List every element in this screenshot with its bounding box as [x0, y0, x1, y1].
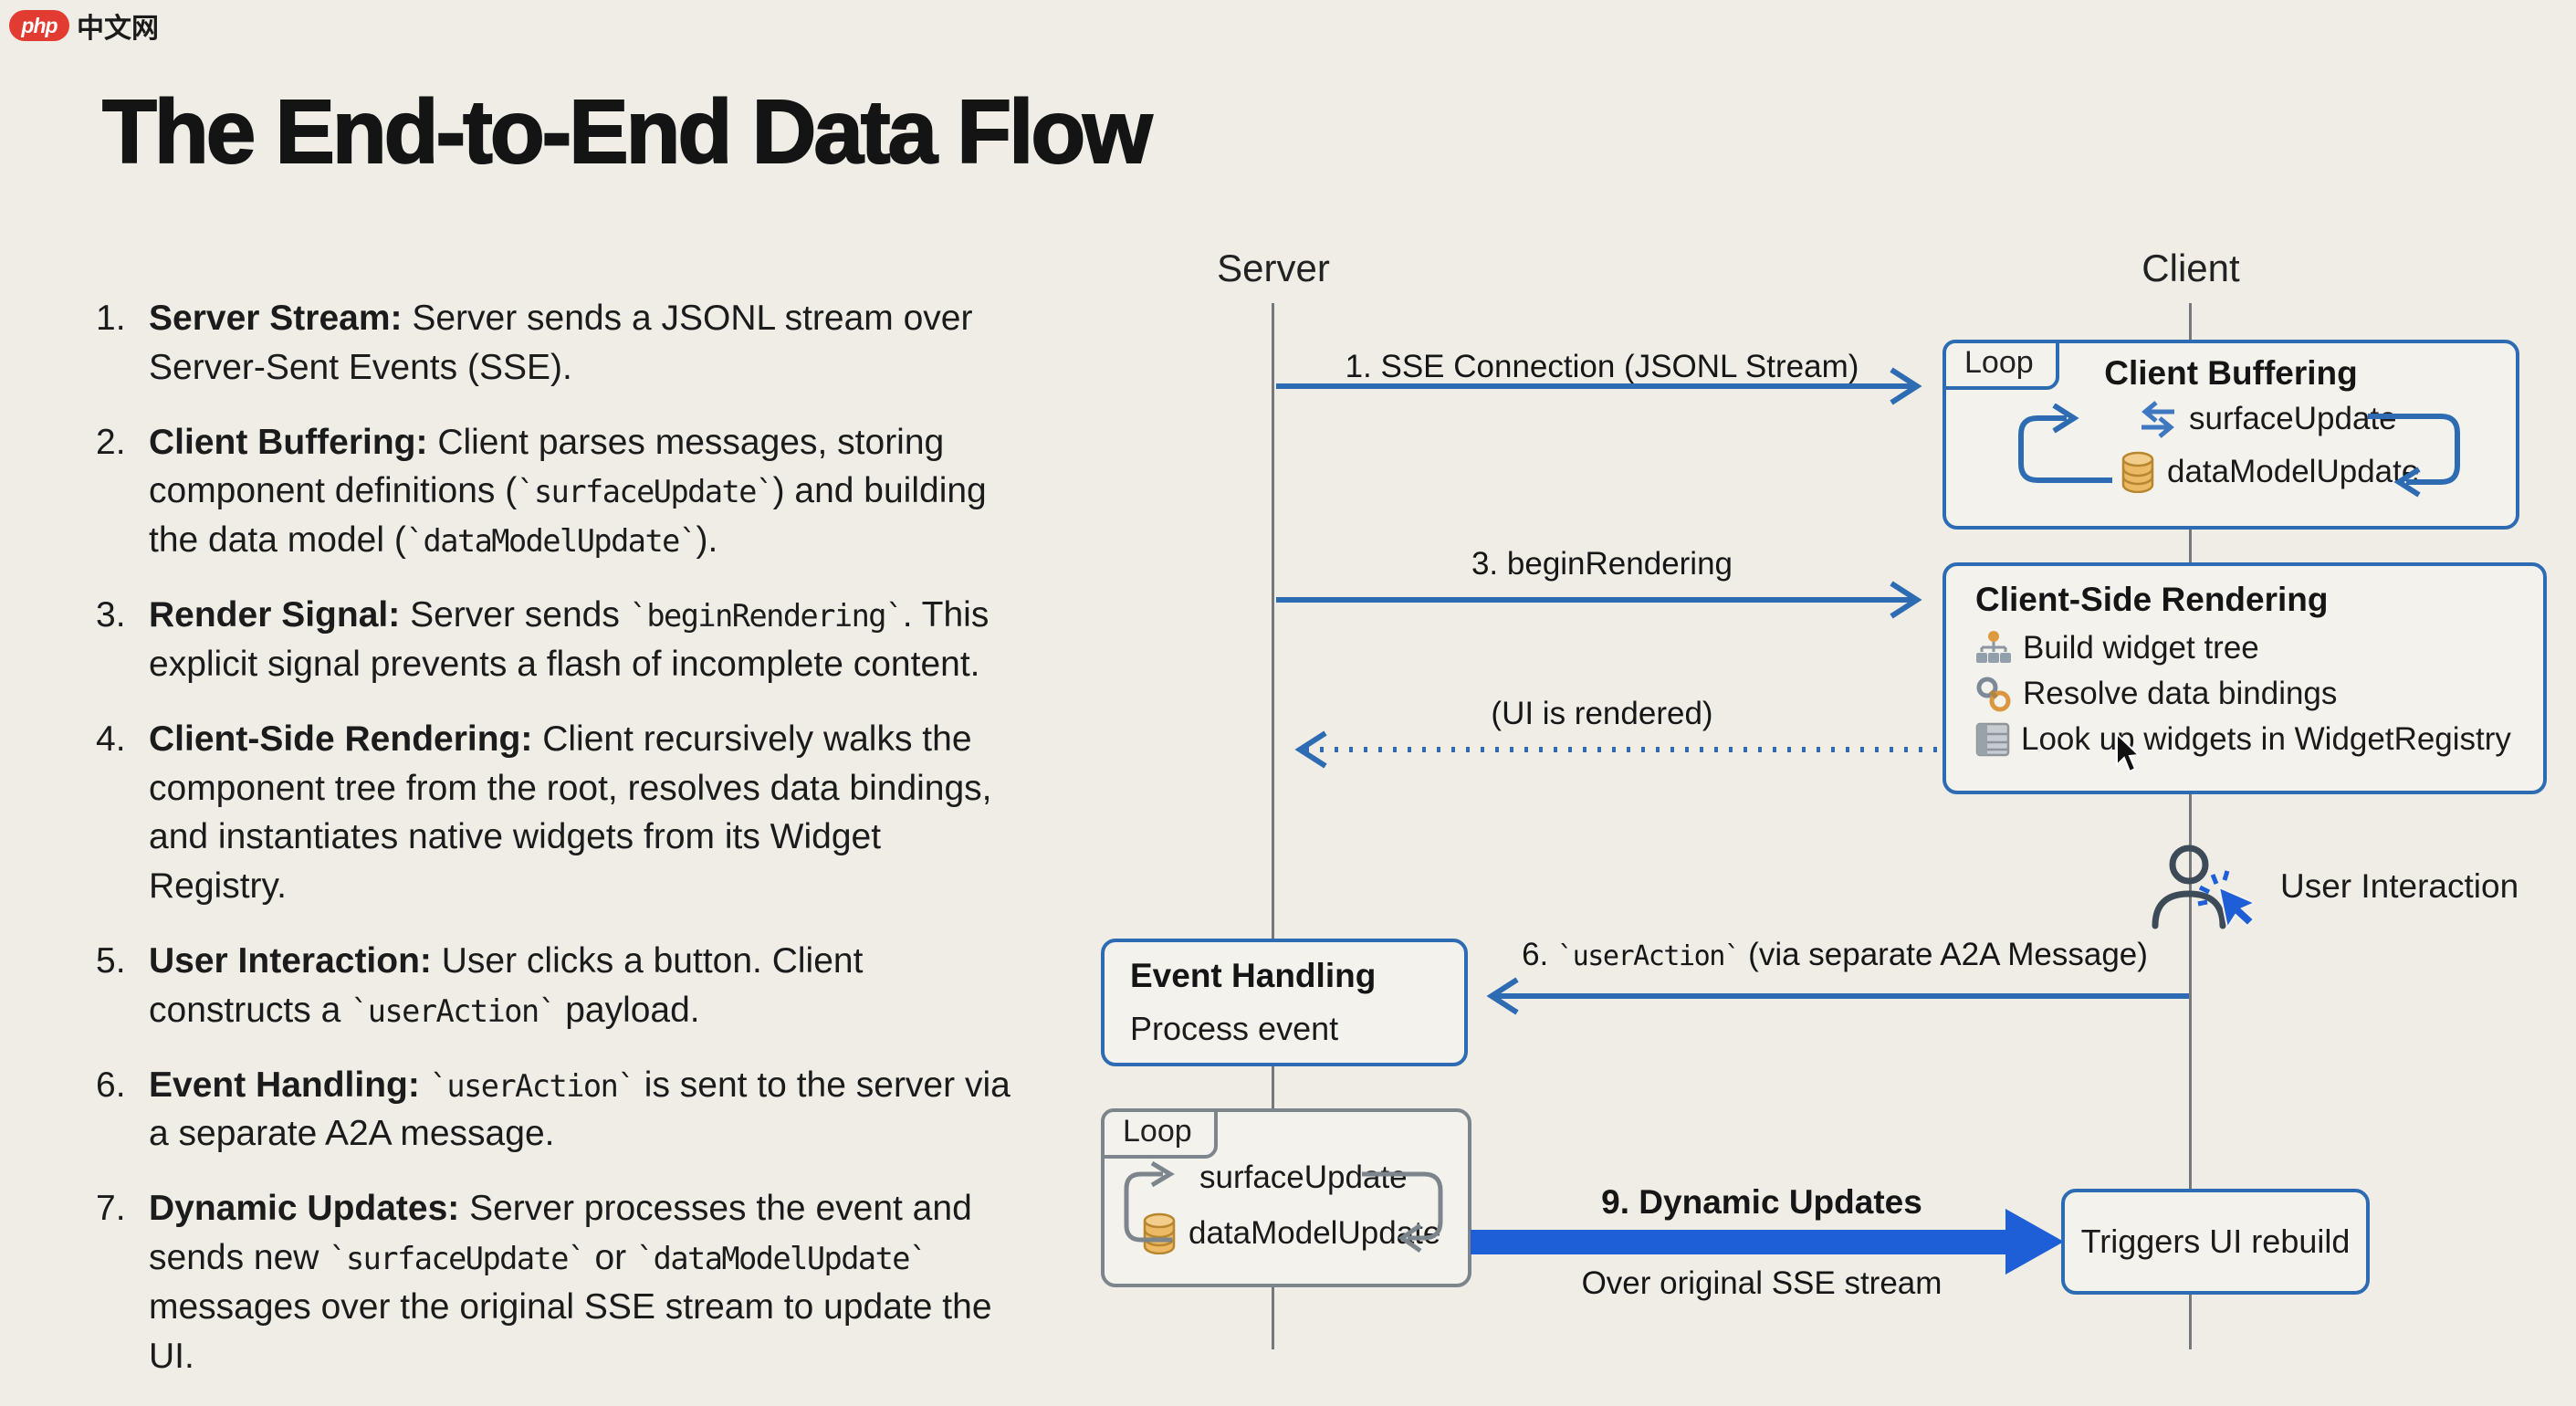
step-5: 5. User Interaction: User clicks a butto…	[96, 940, 864, 1030]
buffering-loop-arrow-left	[2018, 404, 2112, 483]
rendering-row-data-bindings: Resolve data bindings	[1975, 676, 2337, 712]
step-4: 4. Client-Side Rendering: Client recursi…	[96, 719, 992, 907]
person-icon	[2152, 845, 2226, 929]
rendering-row-widget-tree: Build widget tree	[1975, 630, 2259, 666]
step-1: 1. Server Stream: Server sends a JSONL s…	[96, 299, 973, 387]
php-logo-text: 中文网	[77, 14, 159, 44]
triggers-ui-rebuild-label: Triggers UI rebuild	[2080, 1222, 2351, 1260]
server-label: Server	[1217, 247, 1330, 289]
sse-connection-arrow	[1276, 367, 1922, 405]
server-loop-row-surface: surfaceUpdate	[1199, 1159, 1408, 1195]
client-side-rendering-title: Client-Side Rendering	[1975, 581, 2329, 618]
client-buffering-row-datamodel: dataModelUpdate	[2120, 451, 2419, 493]
client-label: Client	[2141, 247, 2240, 289]
server-loop-row-datamodel: dataModelUpdate	[1141, 1212, 1440, 1254]
client-buffering-title: Client Buffering	[2104, 354, 2358, 392]
server-loop-arrow-left	[1124, 1160, 1175, 1243]
server-loop-tab: Loop	[1101, 1108, 1218, 1159]
triggers-ui-rebuild-box: Triggers UI rebuild	[2061, 1189, 2370, 1295]
steps-list: 1. Server Stream: Server sends a JSONL s…	[96, 294, 1018, 1406]
client-buffering-box: Loop Client Buffering surfaceUpdate data…	[1942, 340, 2519, 530]
step-3: 3. Render Signal: Server sends `beginRen…	[96, 595, 990, 684]
user-interaction-label: User Interaction	[2280, 867, 2519, 905]
data-binding-link-icon	[1976, 677, 2011, 712]
php-logo-icon: php	[9, 10, 69, 41]
event-handling-subtitle: Process event	[1130, 1010, 1339, 1047]
mouse-cursor-icon	[2116, 732, 2141, 772]
user-action-label: 6. `userAction` (via separate A2A Messag…	[1522, 937, 2148, 972]
rendering-row-widget-registry: Look up widgets in WidgetRegistry	[1975, 721, 2511, 758]
client-buffering-row-surface: surfaceUpdate	[2136, 400, 2397, 438]
step-6: 6. Event Handling: `userAction` is sent …	[96, 1065, 1011, 1154]
database-icon	[1143, 1212, 1176, 1254]
swap-arrows-icon	[2141, 401, 2174, 438]
step-2: 2. Client Buffering: Client parses messa…	[96, 422, 987, 561]
page-title: The End-to-End Data Flow	[101, 80, 1153, 183]
user-action-arrow	[1486, 977, 2189, 1015]
php-watermark: php 中文网	[9, 5, 159, 46]
widget-tree-icon	[1976, 631, 2011, 663]
server-loop-arrow-right	[1362, 1171, 1443, 1254]
ui-rendered-arrow	[1294, 730, 1941, 769]
client-lifeline	[2189, 303, 2192, 1349]
ui-rendered-label: (UI is rendered)	[1491, 696, 1713, 731]
dynamic-updates-arrow	[1471, 1209, 2064, 1275]
widget-registry-icon	[1975, 722, 2010, 757]
server-lifeline	[1272, 303, 1274, 1349]
client-buffering-loop-tab: Loop	[1942, 340, 2059, 390]
begin-rendering-arrow	[1276, 581, 1922, 619]
event-handling-box: Event Handling Process event	[1101, 939, 1468, 1066]
buffering-loop-arrow-right	[2368, 414, 2460, 498]
click-cursor-icon	[2197, 870, 2257, 930]
event-handling-title: Event Handling	[1130, 957, 1377, 994]
sse-connection-label: 1. SSE Connection (JSONL Stream)	[1345, 349, 1859, 384]
client-side-rendering-box: Client-Side Rendering Build widget tree …	[1942, 562, 2547, 794]
dynamic-updates-label: 9. Dynamic Updates	[1601, 1183, 1922, 1221]
dynamic-updates-sublabel: Over original SSE stream	[1581, 1265, 1942, 1301]
step-7: 7. Dynamic Updates: Server processes the…	[96, 1189, 992, 1376]
database-icon	[2121, 451, 2154, 493]
begin-rendering-label: 3. beginRendering	[1471, 546, 1733, 582]
server-loop-box: Loop surfaceUpdate dataModelUpdate	[1101, 1108, 1471, 1287]
